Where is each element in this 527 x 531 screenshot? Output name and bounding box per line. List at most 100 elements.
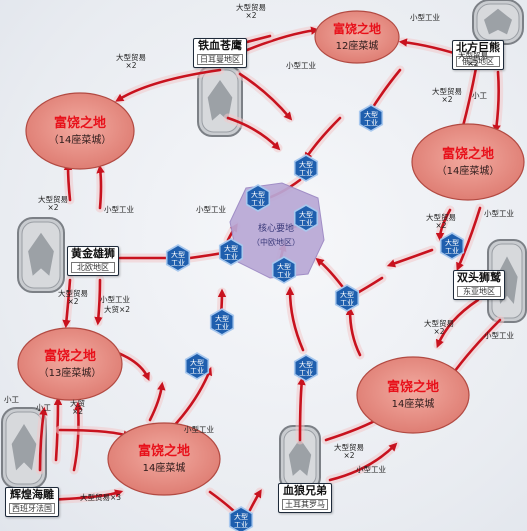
land-cities: 14座菜城 [392, 397, 435, 410]
route-arrow [385, 245, 437, 270]
route-arrow [223, 113, 283, 153]
land-name: 富饶之地 [387, 379, 439, 395]
faction-region: 北欧地区 [71, 261, 115, 273]
land-shape [17, 327, 123, 401]
route-label: 小工 [472, 91, 487, 100]
faction-tag-double-griffin: 双头狮鹫 东亚地区 [453, 270, 505, 300]
route-arrow [365, 65, 405, 117]
hex-label-bottom: 工业 [251, 198, 265, 207]
core-region-area: （中欧地区） [252, 237, 300, 247]
route-arrow [113, 65, 225, 105]
route-label: 小工 [36, 403, 51, 412]
land-name: 富饶之地 [54, 115, 106, 131]
fertile-land-2: 富饶之地 （14座菜城） [25, 92, 135, 170]
route-arrow [325, 440, 400, 485]
fertile-land-4: 富饶之地 （13座菜城） [17, 327, 123, 401]
faction-tag-northern-bear: 北方巨熊 俄国地区 [452, 40, 504, 70]
land-cities: （14座菜城） [437, 164, 500, 177]
route-label: 大型贸易×3 [80, 493, 122, 502]
hex-label-top: 大型 [190, 358, 204, 367]
land-cities: 12座菜城 [336, 39, 379, 52]
route-label: 大贸×2 [104, 305, 131, 314]
hex-label-top: 大型 [234, 512, 248, 521]
lion-shield-icon [17, 217, 65, 293]
hex-label-bottom: 工业 [364, 118, 378, 127]
route-label: 大贸 ×2 [70, 399, 85, 417]
land-shape [314, 10, 400, 64]
route-arrow [167, 365, 215, 433]
faction-region: 东亚地区 [457, 285, 501, 297]
faction-name: 黄金雄狮 [71, 247, 115, 260]
land-shape [25, 92, 135, 170]
route-arrow [69, 400, 83, 475]
land-name: 富饶之地 [442, 146, 494, 162]
faction-name: 辉煌海雕 [10, 488, 54, 501]
hex-label-bottom: 工业 [224, 252, 238, 261]
route-arrow [345, 305, 365, 360]
route-arrow [245, 487, 265, 515]
route-arrow [491, 67, 504, 135]
route-arrow [447, 315, 505, 380]
route-label: 大型贸易 ×2 [458, 51, 488, 69]
route-arrow [95, 163, 106, 213]
route-arrow [313, 255, 350, 295]
land-name: 富饶之地 [44, 348, 96, 364]
faction-tag-golden-lion: 黄金雄狮 北欧地区 [67, 246, 119, 276]
route-label: 大型贸易 ×2 [424, 319, 454, 337]
land-cities: （14座菜城） [49, 133, 112, 146]
hex-label-top: 大型 [277, 262, 291, 271]
hex-label-top: 大型 [215, 314, 229, 323]
route-label: 小型工业 [484, 331, 514, 340]
hex-label-top: 大型 [171, 250, 185, 259]
land-cities: （13座菜城） [39, 366, 102, 379]
route-label: 小型工业 [286, 61, 316, 70]
fertile-land-5: 富饶之地 14座菜城 [356, 356, 470, 434]
fertile-land-3: 富饶之地 （14座菜城） [411, 123, 525, 201]
land-shape [107, 422, 221, 496]
hex-label-top: 大型 [299, 360, 313, 369]
hex-label-bottom: 工业 [234, 520, 248, 529]
hex-label-top: 大型 [299, 160, 313, 169]
route-arrow [145, 380, 167, 425]
hex-label-bottom: 工业 [277, 270, 291, 279]
faction-region: 西班牙法国 [9, 502, 55, 514]
route-label: 大型贸易 ×2 [426, 213, 456, 231]
land-shape [356, 356, 470, 434]
hex-label-bottom: 工业 [171, 258, 185, 267]
route-label: 小型工业 [484, 209, 514, 218]
hex-label-top: 大型 [364, 110, 378, 119]
route-arrow [63, 160, 75, 205]
hex-label-bottom: 工业 [190, 366, 204, 375]
route-label: 大型贸易 ×2 [58, 289, 88, 307]
core-region-name: 核心要地 [258, 222, 294, 234]
land-name: 富饶之地 [138, 443, 190, 459]
route-label: 小型工业 [104, 205, 134, 214]
route-label: 大型贸易 ×2 [116, 53, 146, 71]
hex-label-top: 大型 [224, 244, 238, 253]
faction-region: 土耳其罗马 [282, 498, 328, 510]
route-label: 大型贸易 ×2 [236, 3, 266, 21]
route-label: 大型贸易 ×2 [334, 443, 364, 461]
faction-name: 血狼兄弟 [283, 484, 327, 497]
route-label: 小型工业 [410, 13, 440, 22]
hex-label-bottom: 工业 [299, 368, 313, 377]
route-arrow [55, 425, 133, 441]
route-label: 小型工业 [356, 465, 386, 474]
hex-label-bottom: 工业 [299, 168, 313, 177]
hex-label-bottom: 工业 [340, 298, 354, 307]
land-cities: 14座菜城 [143, 461, 186, 474]
route-arrow [301, 113, 345, 163]
route-arrow [61, 275, 75, 330]
